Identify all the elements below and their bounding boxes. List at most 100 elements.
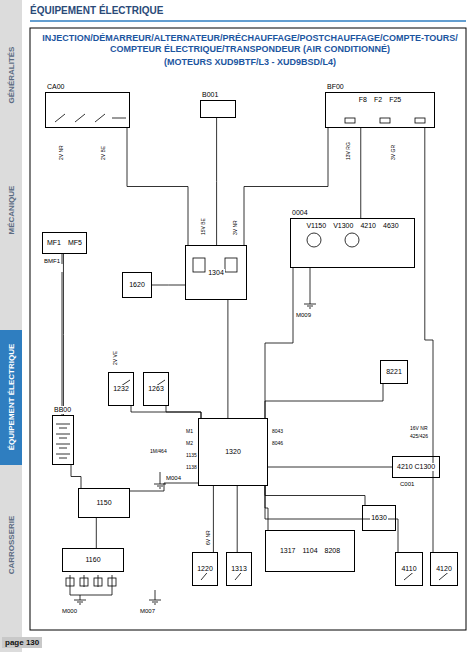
component-code: BF00: [326, 83, 345, 91]
active-tab: [0, 330, 22, 465]
component-box: 1263: [143, 372, 169, 406]
header-rule: [30, 20, 466, 22]
component-box: 1150: [78, 488, 130, 518]
label-text: BMF1: [44, 258, 60, 264]
label-text: 16V NR: [410, 425, 428, 431]
label-text: CARROSSERIE: [7, 516, 16, 575]
wire: [127, 128, 188, 245]
wire: [265, 486, 365, 505]
label-text: MÉCANIQUE: [7, 186, 16, 235]
fuse-symbol: [380, 118, 390, 123]
component-box: MF1MF5: [42, 232, 87, 254]
wire: [213, 486, 214, 552]
label-text: 1M/464: [150, 448, 167, 454]
wire: [216, 118, 217, 245]
component-box: CA00: [45, 92, 130, 128]
component-box: 131711048208: [265, 530, 355, 572]
component-code: 0004: [291, 209, 309, 217]
wire: [360, 128, 361, 218]
ground-wire: [70, 587, 112, 600]
component-box: 4120: [430, 552, 458, 586]
component-label: 1150: [95, 499, 112, 507]
component-label: V1150: [305, 222, 327, 230]
component-box: 0004V1150V130042104630: [290, 218, 415, 268]
ground-symbol: [74, 600, 86, 604]
component-label: F25: [388, 96, 402, 104]
component-box: 1160: [62, 548, 124, 572]
label-text: (MOTEURS XUD9BTF/L3 - XUD9BSD/L4): [40, 57, 460, 67]
component-label: V1300: [332, 222, 354, 230]
label-text: 2V BE: [100, 146, 106, 160]
component-label: F8: [358, 96, 368, 104]
component-label: MF1: [46, 239, 62, 247]
component-box: B001: [200, 100, 236, 118]
label-text: 3V GR: [390, 145, 396, 160]
wire: [96, 518, 97, 548]
wire: [166, 406, 201, 418]
label-text: M009: [296, 312, 311, 318]
component-box: 1313: [226, 552, 252, 586]
label-text: 3V NR: [232, 220, 238, 235]
component-label: 4630: [382, 222, 400, 230]
wire: [265, 384, 383, 418]
component-box: 1620: [122, 272, 152, 298]
component-label: 4120: [435, 565, 453, 573]
switch-symbol: [55, 114, 126, 122]
wire: [268, 467, 392, 468]
glow-plug: [108, 578, 116, 586]
component-label: 1220: [196, 565, 214, 573]
component-box: 1320: [198, 418, 268, 486]
gauge-symbol: [345, 233, 359, 247]
wire: [131, 406, 201, 418]
fuse-symbol: [415, 118, 425, 123]
component-box: 4210 C1300: [392, 456, 440, 478]
component-label: 1304: [207, 269, 225, 277]
wire: [227, 300, 228, 418]
component-label: 1630: [370, 514, 388, 522]
glow-plug: [66, 578, 74, 586]
label-text: 425/426: [410, 433, 428, 439]
label-text: GÉNÉRALITÉS: [7, 47, 16, 104]
label-text: 8043: [272, 428, 283, 434]
component-box: 4110: [395, 552, 423, 586]
diagram-title: INJECTION/DÉMARREUR/ALTERNATEUR/PRÉCHAUF…: [40, 33, 460, 55]
label-text: M007: [140, 608, 155, 614]
component-label: 8208: [324, 547, 342, 555]
component-box: 1304: [185, 245, 247, 300]
wire: [63, 254, 64, 415]
component-box: 8221: [380, 360, 408, 384]
component-label: 1320: [224, 448, 242, 456]
frame: [30, 28, 466, 630]
component-label: 1160: [84, 556, 101, 564]
glow-plug: [94, 578, 102, 586]
component-label: 1104: [301, 547, 318, 555]
label-text: page 130: [2, 637, 42, 648]
battery-symbol: [56, 424, 70, 458]
wire: [71, 465, 81, 488]
component-label: 4210 C1300: [396, 463, 436, 471]
label-text: 2V VE: [112, 351, 118, 365]
ground-symbol: [304, 268, 316, 308]
wire: [62, 254, 63, 415]
symbols: [55, 114, 451, 604]
component-code: CA00: [46, 83, 66, 91]
label-text: ÉQUIPEMENT ÉLECTRIQUE: [30, 5, 163, 16]
component-box: 1232: [108, 372, 134, 406]
component-label: 4110: [400, 565, 417, 573]
wire: [152, 285, 185, 286]
wire: [265, 486, 398, 552]
relay-coil: [225, 258, 237, 272]
wire: [265, 268, 293, 418]
label-text: M000: [62, 608, 77, 614]
component-code: BB00: [53, 406, 72, 414]
label-text: C001: [400, 481, 414, 487]
sidebar: [0, 0, 22, 652]
component-box: 1630: [362, 505, 396, 531]
component-label: 4210: [359, 222, 377, 230]
ground-symbol: [149, 590, 161, 604]
label-text: ÉQUIPEMENT ÉLECTRIQUE: [7, 344, 16, 451]
label-text: M2: [186, 440, 193, 446]
